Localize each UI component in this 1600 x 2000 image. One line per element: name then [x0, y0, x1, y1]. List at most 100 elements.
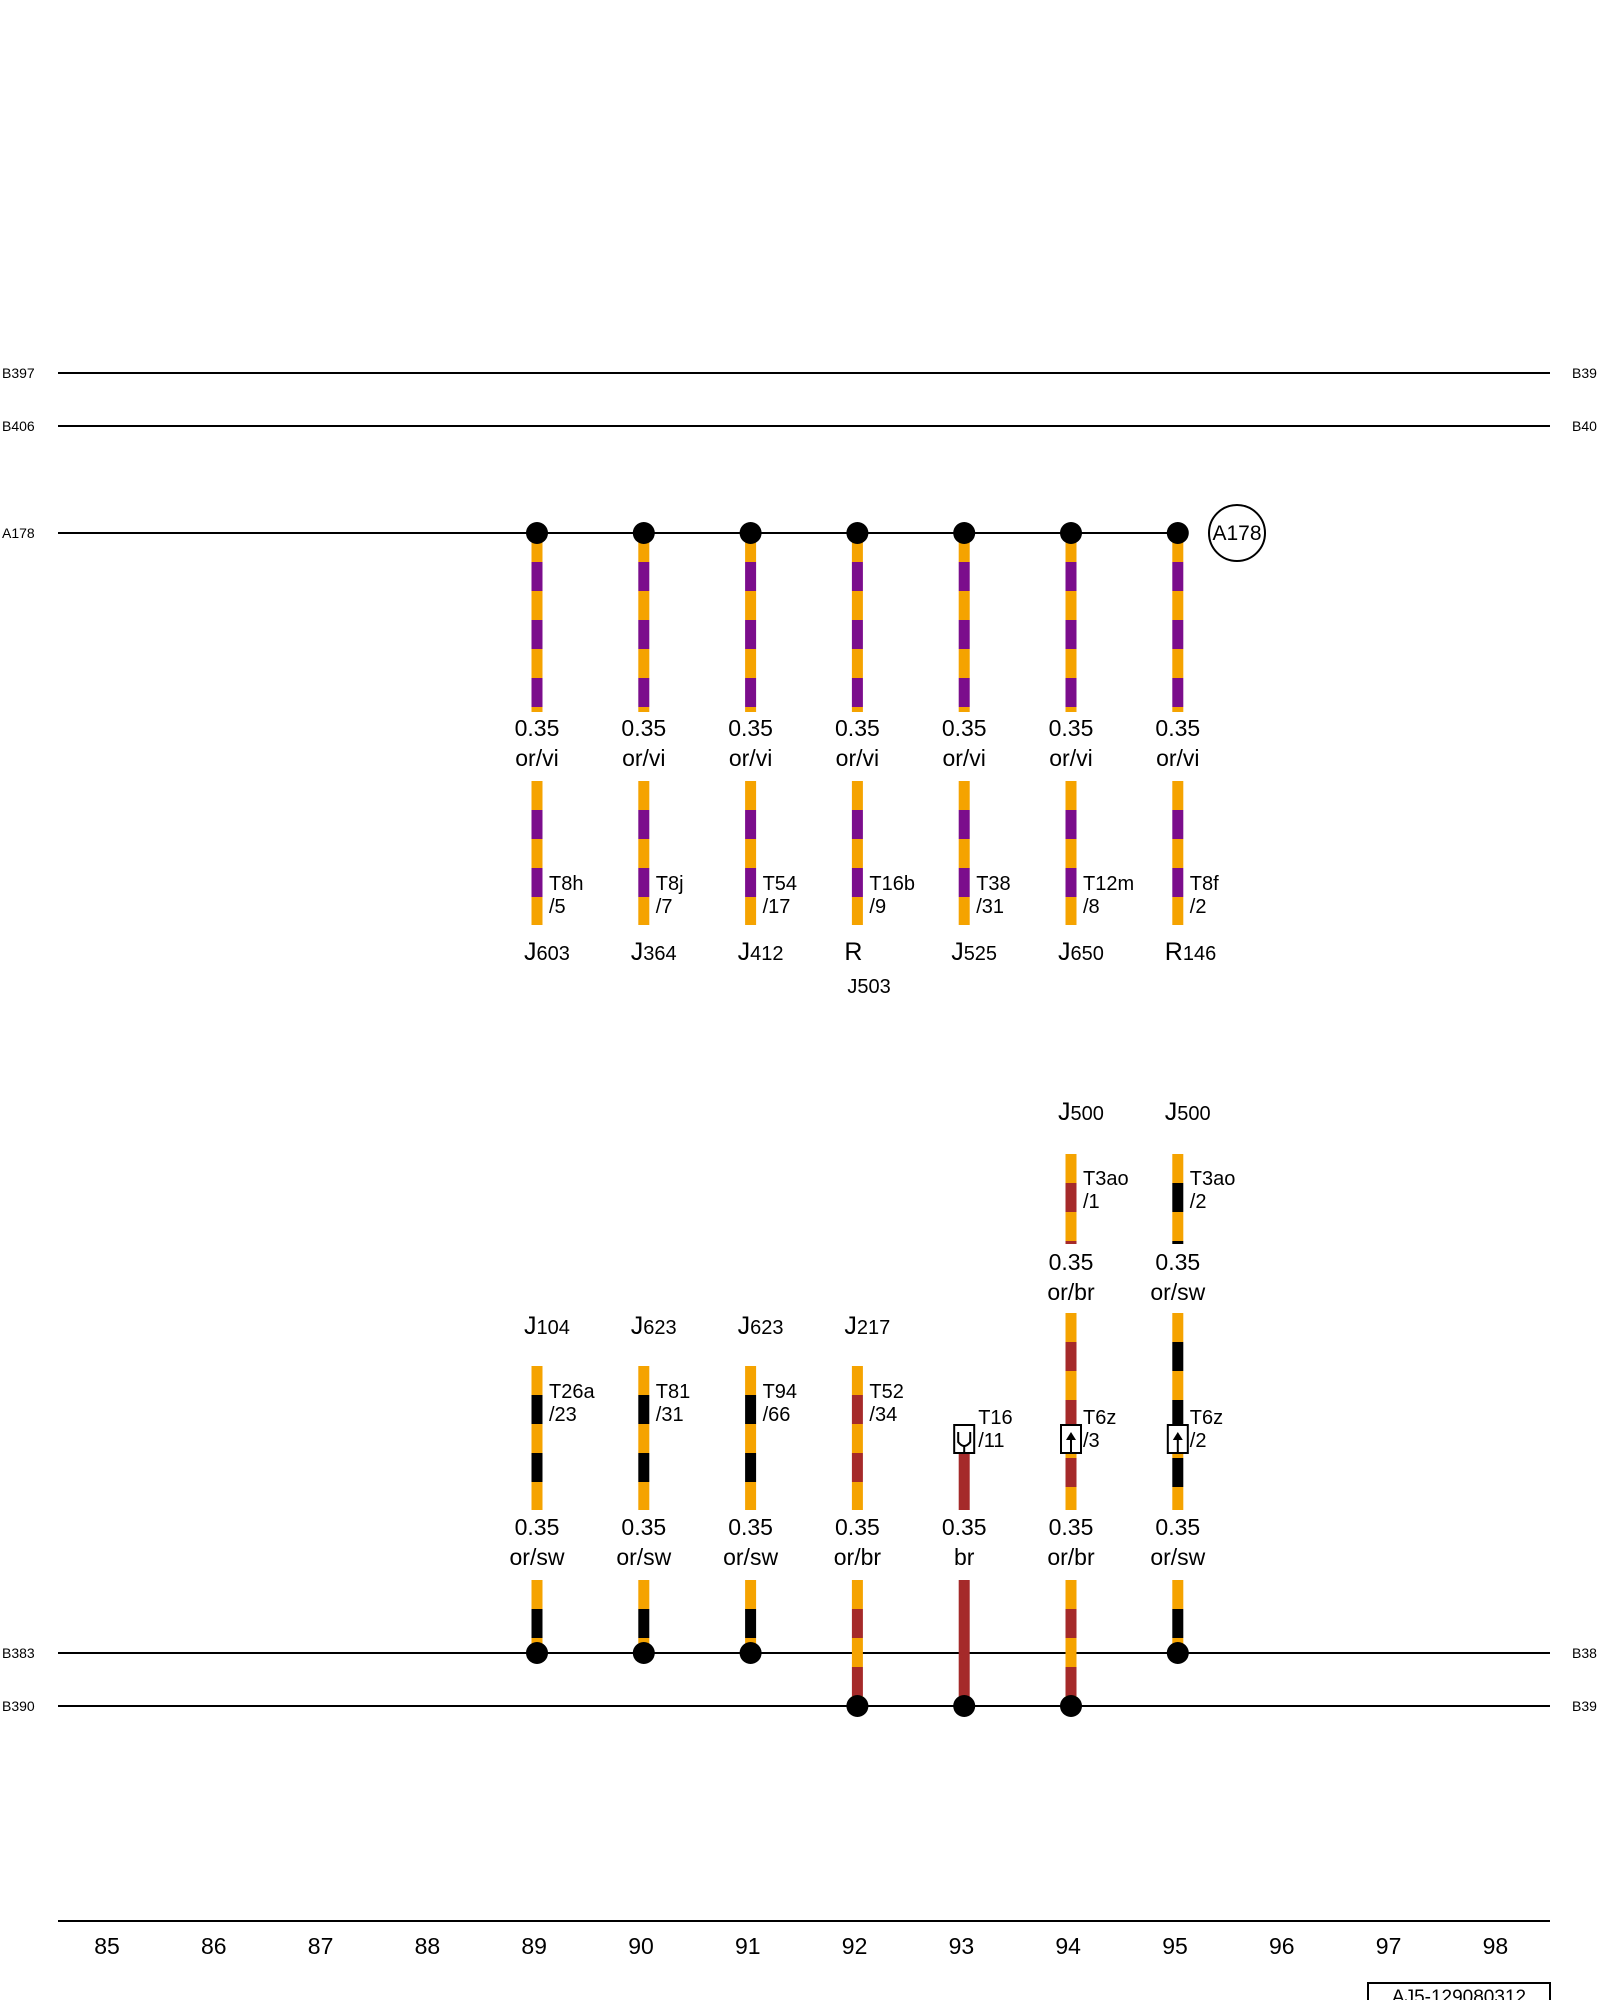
lower-wire-90-pin-number: /31 [656, 1404, 684, 1426]
upper-wire-90-lower-segment [638, 839, 650, 868]
lower-wire-93-middle [958, 1440, 970, 1510]
upper-wire-94-gauge: 0.35 [1049, 715, 1094, 741]
upper-wire-94-lower-segment [1065, 897, 1077, 925]
upper-wire-93-segment [958, 620, 970, 649]
column-number-97: 97 [1376, 1933, 1402, 1959]
lower-wire-90-component-number: 623 [643, 1317, 676, 1339]
lower-wire-91-bottom-segment [745, 1609, 757, 1638]
lower-wire-95-top-component-prefix: J [1165, 1098, 1178, 1126]
upper-wire-94-segment [1065, 649, 1077, 678]
upper-wire-92-segment [851, 620, 863, 649]
column-number-94: 94 [1055, 1933, 1081, 1959]
upper-wire-89-lower-segment [531, 810, 543, 839]
upper-wire-92-component-2: J503 [847, 976, 890, 998]
upper-wire-94-component-prefix: J [1058, 938, 1071, 966]
upper-wire-91-segment [745, 649, 757, 678]
lower-wire-95-top-segment [1172, 1183, 1184, 1212]
upper-wire-90-segment [638, 707, 650, 712]
lower-wire-89-component-number: 104 [537, 1317, 570, 1339]
upper-wire-90-component-prefix: J [631, 938, 644, 966]
lower-wire-94-pin-number: /3 [1083, 1430, 1100, 1452]
lower-wire-92-pin-number: /34 [869, 1404, 897, 1426]
upper-wire-94-segment [1065, 533, 1077, 562]
lower-wire-90-gauge: 0.35 [621, 1514, 666, 1540]
lower-wire-89-middle-segment [531, 1424, 543, 1453]
upper-wire-95-segment [1172, 591, 1184, 620]
upper-wire-93-gauge: 0.35 [942, 715, 987, 741]
upper-wire-90-segment [638, 562, 650, 591]
lower-wire-89-color-code: or/sw [510, 1544, 565, 1570]
upper-wire-95-connector: T8f [1190, 873, 1219, 895]
upper-wire-89-segment [531, 707, 543, 712]
lower-wire-95-top-segment [1172, 1154, 1184, 1183]
upper-wire-89-lower-segment [531, 897, 543, 925]
lower-wire-91-middle-segment [745, 1482, 757, 1510]
lower-wire-92-component-prefix: J [844, 1312, 857, 1340]
upper-wire-93-segment [958, 649, 970, 678]
upper-wire-92-segment [851, 707, 863, 712]
upper-wire-95-lower-segment [1172, 781, 1184, 810]
lower-wire-91-middle-segment [745, 1395, 757, 1424]
upper-wire-93-component: J525 [951, 938, 997, 966]
upper-wire-89-component-prefix: J [524, 938, 537, 966]
upper-wire-89-color-code: or/vi [515, 745, 558, 771]
lower-wire-95-pin-number: /2 [1190, 1430, 1207, 1452]
lower-wire-95-top-segment [1172, 1241, 1184, 1244]
upper-wire-92-pin-number: /9 [869, 896, 886, 918]
doc-id: AJ5-129080312 [1392, 1987, 1526, 2000]
upper-wire-92-segment [851, 533, 863, 562]
upper-wire-91-component: J412 [738, 938, 784, 966]
lower-wire-90-bottom-segment [638, 1580, 650, 1609]
lower-wire-89-bottom-segment [531, 1609, 543, 1638]
column-number-91: 91 [735, 1933, 761, 1959]
junction-a178-90 [632, 522, 655, 544]
upper-wire-93-component-number: 525 [964, 943, 997, 965]
lower-wire-93-color-code: br [954, 1544, 975, 1570]
upper-wire-95-component-prefix: R [1165, 938, 1183, 966]
upper-wire-93-color-code: or/vi [942, 745, 985, 771]
upper-wire-91-component-number: 412 [750, 943, 783, 965]
upper-wire-95-lower-segment [1172, 839, 1184, 868]
lower-wire-92-bottom-segment [851, 1580, 863, 1609]
upper-wire-95-segment [1172, 707, 1184, 712]
upper-wire-93-lower-segment [958, 810, 970, 839]
junction-a178-93 [953, 522, 976, 544]
lower-wire-92-middle-segment [851, 1366, 863, 1395]
upper-wire-92-segment [851, 678, 863, 707]
lower-wire-95-bottom-segment [1172, 1609, 1184, 1638]
lower-wire-94-top-component-number: 500 [1071, 1103, 1104, 1125]
lower-wire-94-middle-segment [1065, 1342, 1077, 1371]
lower-wire-92-gauge: 0.35 [835, 1514, 880, 1540]
lower-wire-92-middle-segment [851, 1482, 863, 1510]
lower-wire-91-connector: T94 [763, 1381, 797, 1403]
lower-wire-95-top-component: J500 [1165, 1098, 1211, 1126]
bus-label-right-b383: B38 [1572, 1645, 1597, 1661]
lower-wire-95-middle-segment [1172, 1371, 1184, 1400]
upper-wire-94-lower-segment [1065, 868, 1077, 897]
upper-wire-92-segment [851, 562, 863, 591]
lower-wire-95-top-gauge: 0.35 [1155, 1249, 1200, 1275]
upper-wire-93-segment [958, 562, 970, 591]
lower-wire-94-top-gauge: 0.35 [1049, 1249, 1094, 1275]
junction-b383-90 [632, 1642, 655, 1664]
upper-wire-94-segment [1065, 591, 1077, 620]
upper-wire-89-segment [531, 591, 543, 620]
upper-wire-93-segment [958, 591, 970, 620]
lower-wire-91-component-number: 623 [750, 1317, 783, 1339]
lower-wire-94-middle-segment [1065, 1371, 1077, 1400]
lower-wire-94-top-pin-number: /1 [1083, 1191, 1100, 1213]
lower-wire-90-middle-segment [638, 1424, 650, 1453]
lower-wire-94-pin-symbol [1066, 1432, 1076, 1440]
upper-wire-95-segment [1172, 649, 1184, 678]
upper-wire-95-segment [1172, 562, 1184, 591]
upper-wire-90-lower-segment [638, 868, 650, 897]
upper-wire-92-connector: T16b [869, 873, 915, 895]
upper-wire-94-color-code: or/vi [1049, 745, 1092, 771]
lower-wire-90-middle-segment [638, 1453, 650, 1482]
upper-wire-91-connector: T54 [763, 873, 797, 895]
upper-wire-90-component: J364 [631, 938, 677, 966]
ground-ref-circle [1208, 504, 1266, 562]
upper-wire-89-connector: T8h [549, 873, 583, 895]
